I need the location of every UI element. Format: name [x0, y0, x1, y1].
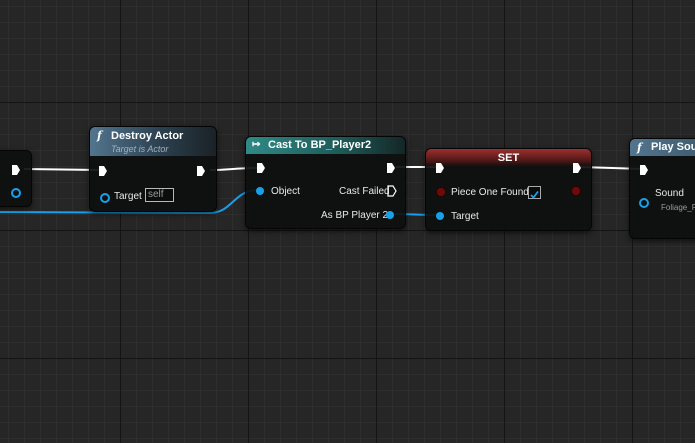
- cast-failed-pin[interactable]: [387, 185, 397, 197]
- as-bp-player-pin[interactable]: [386, 211, 394, 219]
- set-target-label: Target: [451, 211, 479, 222]
- destroy-actor-header: f Destroy Actor Target is Actor: [90, 127, 216, 156]
- sound-label: Sound: [655, 188, 684, 199]
- destroy-actor-node[interactable]: f Destroy Actor Target is Actor Target s…: [89, 126, 217, 212]
- exec-in-pin[interactable]: [98, 165, 108, 177]
- set-node[interactable]: SET Piece One Found? Target: [425, 148, 592, 231]
- exec-in-pin[interactable]: [435, 162, 445, 174]
- target-self-field[interactable]: self: [145, 188, 174, 202]
- exec-out-pin[interactable]: [196, 165, 206, 177]
- exec-in-pin[interactable]: [256, 162, 266, 174]
- function-icon: f: [637, 141, 642, 154]
- function-icon: f: [97, 129, 102, 142]
- bool-out-pin[interactable]: [571, 186, 581, 196]
- piece-one-found-checkbox[interactable]: [528, 186, 541, 199]
- target-in-pin[interactable]: [436, 212, 444, 220]
- exec-in-pin[interactable]: [639, 164, 649, 176]
- object-in-pin[interactable]: [256, 187, 264, 195]
- target-pin[interactable]: [100, 193, 110, 203]
- destroy-actor-title: Destroy Actor: [111, 130, 184, 142]
- cast-arrow-icon: ↦: [252, 139, 261, 150]
- check-icon: [530, 190, 539, 199]
- as-bp-player-label: As BP Player 2: [321, 210, 389, 221]
- target-label: Target: [114, 191, 142, 202]
- cast-failed-label: Cast Failed: [339, 186, 390, 197]
- object-label: Object: [271, 186, 300, 197]
- set-title: SET: [497, 152, 520, 164]
- exec-out-pin[interactable]: [572, 162, 582, 174]
- offscreen-node[interactable]: [0, 150, 32, 207]
- sound-asset-value[interactable]: Foliage_F: [661, 203, 695, 212]
- exec-out-pin[interactable]: [386, 162, 396, 174]
- play-sound-node[interactable]: f Play Soun Sound Foliage_F: [629, 138, 695, 239]
- exec-out-pin[interactable]: [11, 164, 21, 176]
- cast-title: Cast To BP_Player2: [268, 139, 372, 151]
- destroy-actor-subtitle: Target is Actor: [111, 144, 169, 154]
- object-wire-left: [0, 211, 211, 214]
- play-sound-header: f Play Soun: [630, 139, 695, 156]
- set-header: SET: [426, 149, 591, 166]
- sound-pin[interactable]: [639, 198, 649, 208]
- play-sound-title: Play Soun: [651, 141, 695, 153]
- bool-in-pin[interactable]: [436, 187, 446, 197]
- piece-one-found-label: Piece One Found?: [451, 187, 535, 198]
- exec-wire-1: [23, 168, 101, 171]
- object-out-pin[interactable]: [11, 188, 21, 198]
- cast-node[interactable]: ↦ Cast To BP_Player2 Object Cast Failed …: [245, 136, 406, 229]
- cast-header: ↦ Cast To BP_Player2: [246, 137, 405, 154]
